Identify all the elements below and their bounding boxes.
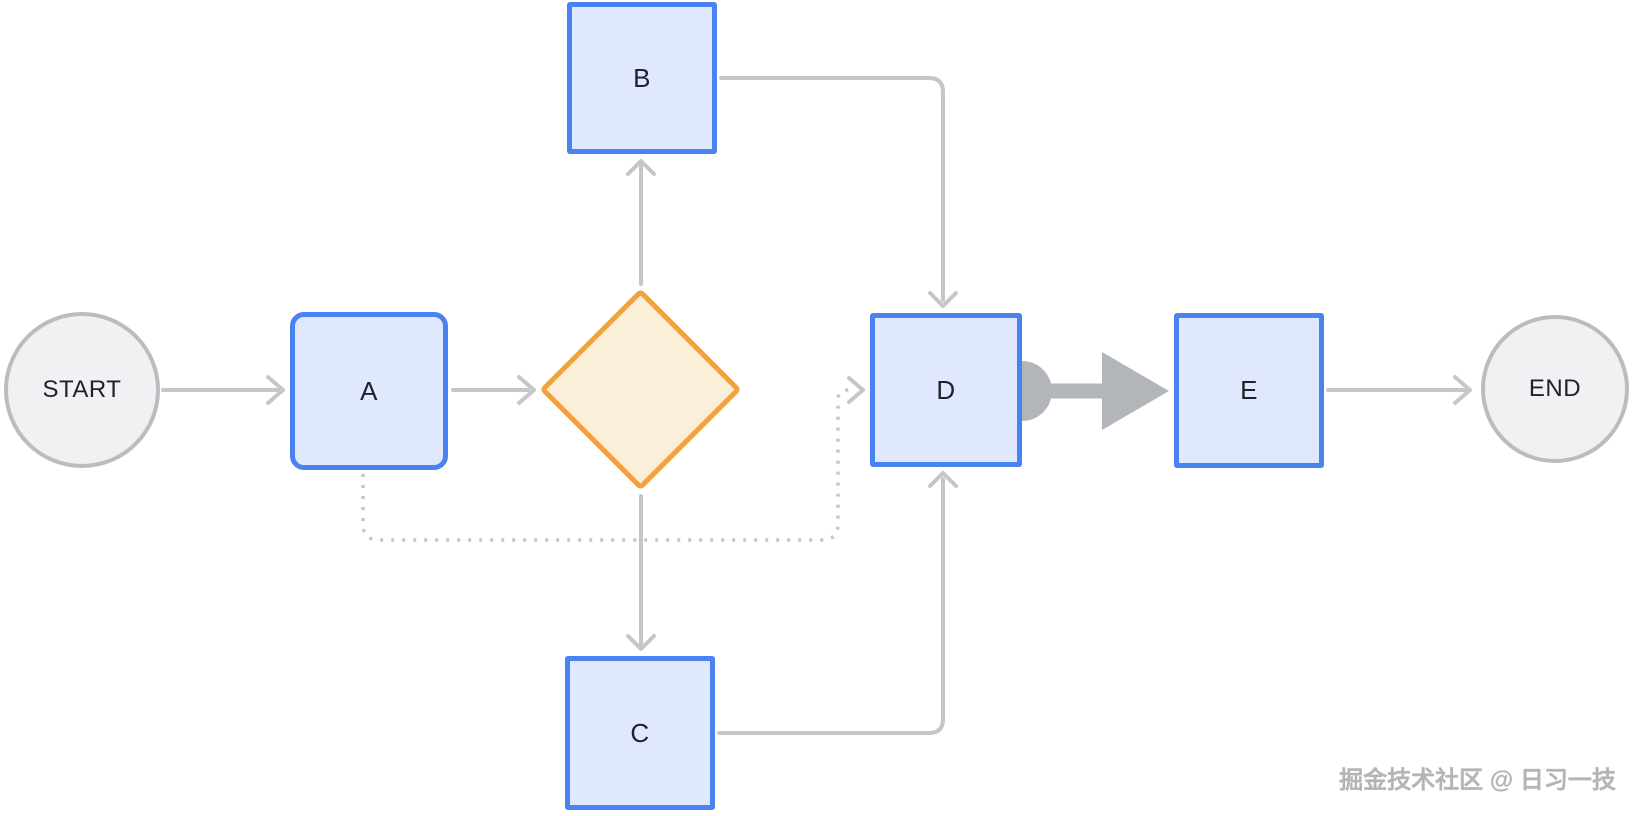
edge-e-to-end xyxy=(1326,375,1472,405)
node-end: END xyxy=(1481,315,1629,463)
node-e: E xyxy=(1174,313,1324,468)
node-d: D xyxy=(870,313,1022,467)
node-label: A xyxy=(360,375,378,406)
edge-start-to-a xyxy=(161,375,285,405)
thick-arrow-head xyxy=(1102,352,1169,430)
node-label: D xyxy=(936,374,956,405)
edge-a-to-d-dotted xyxy=(361,376,865,542)
thick-arrow-stem xyxy=(1040,383,1104,399)
node-c: C xyxy=(565,656,715,810)
node-a: A xyxy=(290,312,448,470)
node-label: E xyxy=(1240,375,1258,405)
edge-c-to-d xyxy=(717,471,958,735)
node-label: END xyxy=(1528,375,1582,402)
node-label: B xyxy=(633,62,651,93)
edge-b-to-d xyxy=(719,76,958,308)
watermark-text: 掘金技术社区 @ 日习一技 xyxy=(1339,767,1616,794)
node-label: START xyxy=(42,376,122,403)
node-start: START xyxy=(4,312,160,468)
node-label: C xyxy=(630,717,650,748)
edge-decision-to-c xyxy=(626,494,656,651)
node-b: B xyxy=(567,2,717,154)
edge-decision-to-b xyxy=(626,159,656,286)
edge-a-to-decision xyxy=(451,375,536,405)
